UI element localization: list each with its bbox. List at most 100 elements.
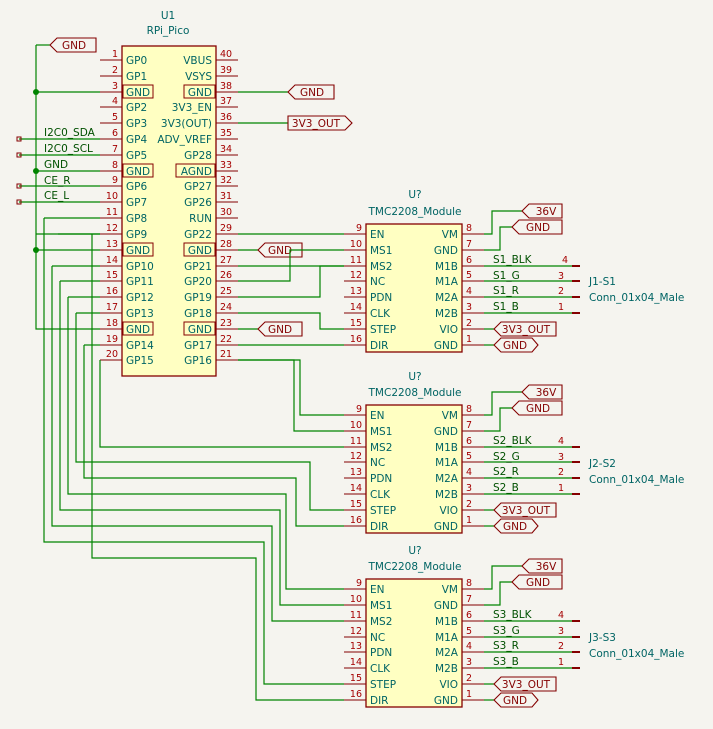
- gnd-power-flag: [257, 321, 303, 337]
- pin-num: 5: [466, 626, 472, 637]
- connector-j2[interactable]: 4 3 2 1 J2-S2 Conn_01x04_Male: [558, 436, 684, 495]
- coil-label: S1_BLK: [493, 254, 533, 266]
- pico-pin-name: GP15: [126, 355, 154, 367]
- pico-pin-num: 20: [106, 349, 118, 360]
- connector-pin: [572, 265, 580, 267]
- pico-pin-name: GP3: [126, 118, 147, 130]
- pico-pin-name: GP4: [126, 134, 147, 146]
- pico-pin-name: GP20: [184, 276, 212, 288]
- pin-name: M2A: [435, 473, 459, 485]
- pico-pin-num: 6: [112, 128, 118, 139]
- pin-num: 6: [466, 436, 472, 447]
- pico-pin-num: 14: [106, 255, 118, 266]
- pin-num: 12: [350, 270, 362, 281]
- conn-pin-num: 3: [558, 452, 564, 463]
- pin-num: 9: [356, 223, 362, 234]
- gnd-wire: [484, 581, 512, 606]
- pico-pin-name: 3V3_EN: [172, 102, 212, 114]
- pico-pin-num: 11: [106, 207, 118, 218]
- pin-num: 4: [466, 641, 472, 652]
- pico-pin-name: ADV_VREF: [157, 134, 212, 146]
- conn-pin-num: 2: [558, 286, 564, 297]
- v3v3-power-flag: [287, 115, 353, 131]
- gnd-wire: [484, 407, 512, 432]
- d2-ms1-wire: [238, 359, 344, 432]
- pico-left-wiring: I2C0_SDA I2C0_SCL GND CE_R CE_L GND: [16, 37, 100, 330]
- pico-gnd-box: [183, 242, 216, 257]
- gnd-flag-label: GND: [503, 340, 527, 352]
- pico-agnd-box: [175, 163, 216, 178]
- pin-num: 14: [350, 302, 362, 313]
- coil-label: S1_G: [493, 270, 520, 282]
- pin-name: M2A: [435, 647, 459, 659]
- pin-num: 6: [466, 255, 472, 266]
- pin-name: MS2: [370, 442, 392, 454]
- pico-pin-num: 10: [106, 191, 118, 202]
- connector-j3[interactable]: 4 3 2 1 J3-S3 Conn_01x04_Male: [558, 610, 684, 669]
- v3v3-flag-label: 3V3_OUT: [502, 679, 551, 691]
- pin-name: GND: [434, 340, 458, 352]
- pico-pin-name: GP12: [126, 292, 154, 304]
- pico-pin-num: 15: [106, 270, 118, 281]
- pico-pin-name: GP19: [184, 292, 212, 304]
- driver-value: TMC2208_Module: [368, 206, 462, 218]
- pin-num: 3: [466, 483, 472, 494]
- pin-name: VIO: [439, 679, 458, 691]
- pico-pin-name: GP6: [126, 181, 147, 193]
- pin-num: 15: [350, 318, 362, 329]
- pico-pin-num: 26: [220, 270, 232, 281]
- pin-name: DIR: [370, 695, 388, 707]
- gnd-power-flag: [493, 692, 539, 708]
- coil-label: S3_G: [493, 625, 520, 637]
- pico-pin-num: 35: [220, 128, 232, 139]
- gnd-power-flag: [493, 337, 539, 353]
- coil-label: S1_B: [493, 301, 519, 313]
- pin-num: 4: [466, 286, 472, 297]
- pin-num: 13: [350, 641, 362, 652]
- junction-dot: [33, 89, 39, 95]
- pico-pin-num: 28: [220, 239, 232, 250]
- pin-name: GND: [434, 695, 458, 707]
- coil-label: S2_R: [493, 466, 519, 478]
- pin-num: 6: [466, 610, 472, 621]
- pin-num: 2: [466, 499, 472, 510]
- connector-pin: [572, 651, 580, 653]
- pico-pin-num: 34: [220, 144, 232, 155]
- vm-wire: [484, 391, 522, 416]
- pico-pin-name: GND: [126, 324, 150, 336]
- pico-pin-name: GP1: [126, 71, 147, 83]
- pico-pin-num: 19: [106, 334, 118, 345]
- pico-pin-name: AGND: [181, 166, 212, 178]
- pico-pin-name: GND: [188, 87, 212, 99]
- pin-num: 3: [466, 657, 472, 668]
- pico-pin-num: 12: [106, 223, 118, 234]
- conn-pin-num: 2: [558, 641, 564, 652]
- pin-num: 11: [350, 436, 362, 447]
- v36-flag-label: 36V: [536, 561, 557, 573]
- pin-name: M2A: [435, 292, 459, 304]
- connector-j1[interactable]: 4 3 2 1 J1-S1 Conn_01x04_Male: [558, 255, 684, 314]
- pin-name: GND: [434, 245, 458, 257]
- connector-pin: [572, 620, 580, 622]
- d3-ms1-wire: [59, 281, 344, 606]
- pin-num: 10: [350, 594, 362, 605]
- conn-ref: J3-S3: [588, 632, 616, 644]
- conn-pin-num: 3: [558, 626, 564, 637]
- pico-gnd-box: [183, 321, 216, 336]
- pin-name: VM: [442, 410, 458, 422]
- connector-pin: [572, 636, 580, 638]
- pin-name: EN: [370, 584, 385, 596]
- pico-pin-name: RUN: [189, 213, 212, 225]
- pin-name: CLK: [370, 663, 391, 675]
- pico-symbol[interactable]: U1 RPi_Pico 1 GP0 2 GP1 3 GND 4 GP2 5: [100, 10, 238, 377]
- d3-ms2-wire: [51, 266, 344, 622]
- gnd-flag-label: GND: [526, 403, 550, 415]
- pico-pin-num: 31: [220, 191, 232, 202]
- coil-label: S2_G: [493, 451, 520, 463]
